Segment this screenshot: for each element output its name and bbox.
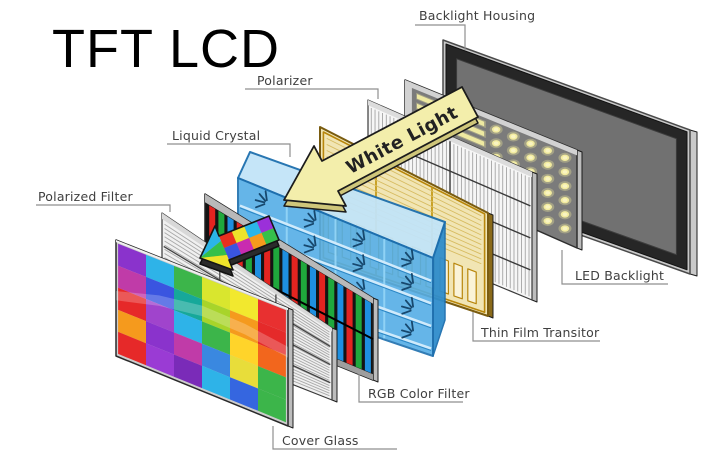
leader-polarized-filter xyxy=(36,204,171,212)
leader-thin-film-transistor xyxy=(472,312,600,342)
page-title: TFT LCD xyxy=(52,19,281,79)
rainbow-light-arrow xyxy=(199,215,280,277)
leader-liquid-crystal xyxy=(167,143,291,157)
white-light-arrow xyxy=(283,86,479,213)
leader-cover-glass xyxy=(272,426,397,450)
leader-backlight-housing xyxy=(415,24,466,50)
leader-rgb-color-filter xyxy=(358,374,463,403)
label-polarizer: Polarizer xyxy=(257,73,313,88)
label-thin-film-transistor: Thin Film Transitor xyxy=(480,325,600,340)
label-backlight-housing: Backlight Housing xyxy=(419,8,535,23)
layer-cover-glass xyxy=(115,239,294,429)
leader-polarizer xyxy=(245,88,379,99)
leader-lines xyxy=(36,24,668,450)
label-polarized-filter: Polarized Filter xyxy=(38,189,133,204)
label-cover-glass: Cover Glass xyxy=(282,433,359,448)
leader-led-backlight xyxy=(561,250,668,285)
label-liquid-crystal: Liquid Crystal xyxy=(172,128,260,143)
label-rgb-color-filter: RGB Color Filter xyxy=(368,386,470,401)
label-led-backlight: LED Backlight xyxy=(575,268,664,283)
